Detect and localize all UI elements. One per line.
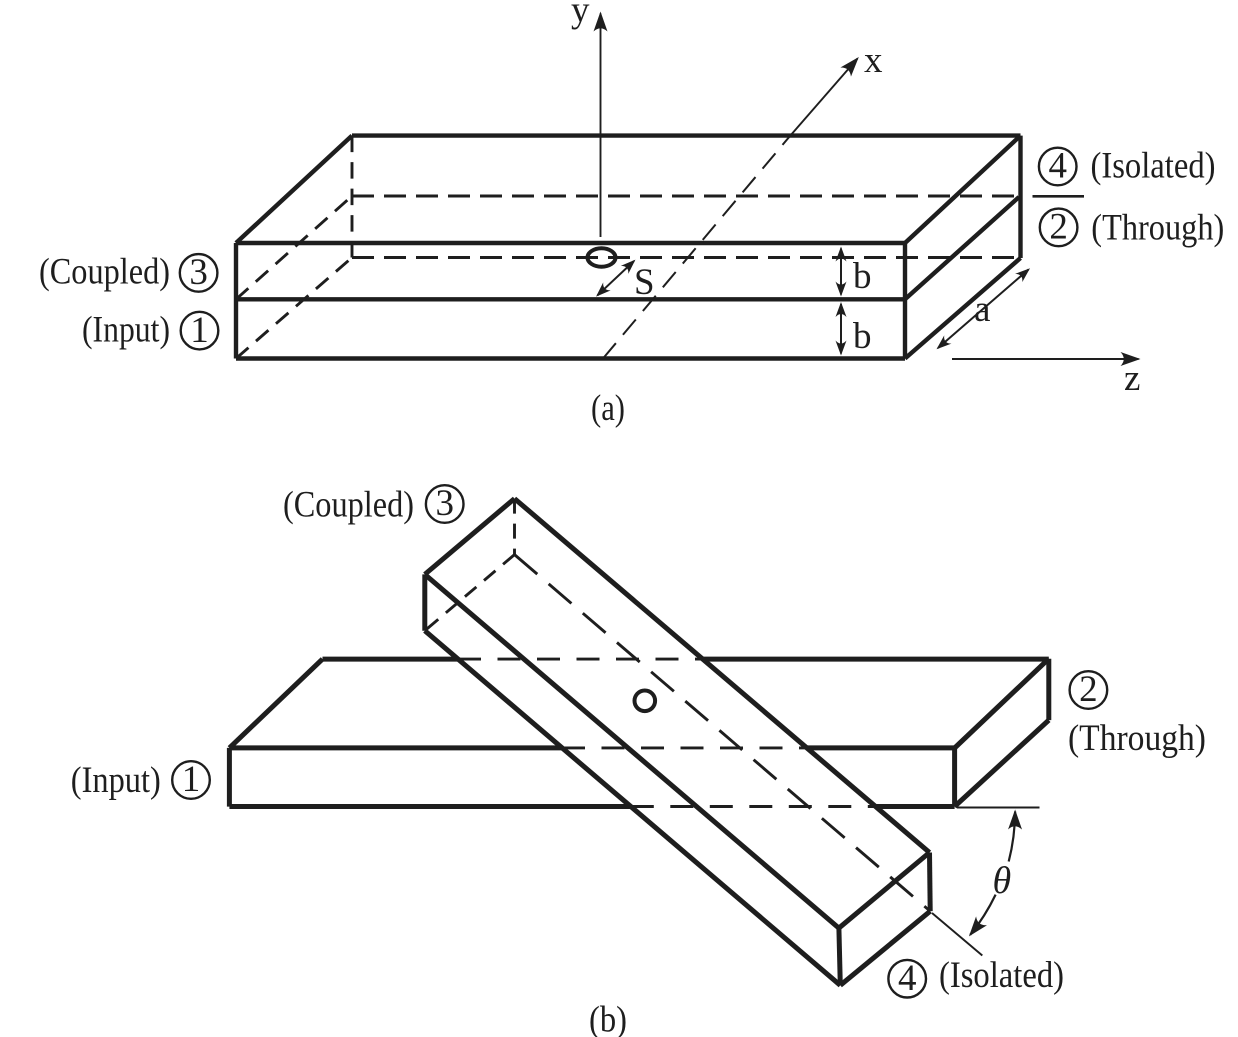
svg-text:y: y [571, 0, 590, 31]
svg-text:S: S [634, 262, 655, 303]
svg-text:(Through): (Through) [1091, 208, 1224, 249]
svg-text:2: 2 [1049, 207, 1068, 248]
svg-text:z: z [1124, 358, 1140, 399]
svg-text:(Isolated): (Isolated) [939, 955, 1064, 996]
svg-text:1: 1 [190, 310, 209, 351]
svg-text:3: 3 [189, 252, 208, 293]
svg-text:θ: θ [993, 860, 1012, 902]
svg-text:x: x [864, 40, 883, 81]
svg-text:(Coupled): (Coupled) [283, 485, 414, 526]
svg-text:4: 4 [1048, 146, 1067, 187]
svg-text:1: 1 [182, 759, 201, 800]
svg-text:(Input): (Input) [82, 310, 170, 351]
svg-text:(a): (a) [591, 388, 625, 429]
svg-text:2: 2 [1079, 669, 1098, 710]
svg-text:4: 4 [898, 958, 917, 999]
svg-text:(Isolated): (Isolated) [1091, 146, 1216, 187]
svg-text:a: a [974, 289, 990, 330]
svg-text:(b): (b) [589, 1000, 627, 1037]
svg-text:b: b [853, 256, 872, 297]
svg-text:(Through): (Through) [1068, 718, 1206, 759]
svg-text:(Coupled): (Coupled) [39, 252, 170, 293]
svg-text:(Input): (Input) [71, 760, 161, 801]
svg-text:b: b [853, 316, 872, 357]
svg-text:3: 3 [435, 483, 454, 524]
